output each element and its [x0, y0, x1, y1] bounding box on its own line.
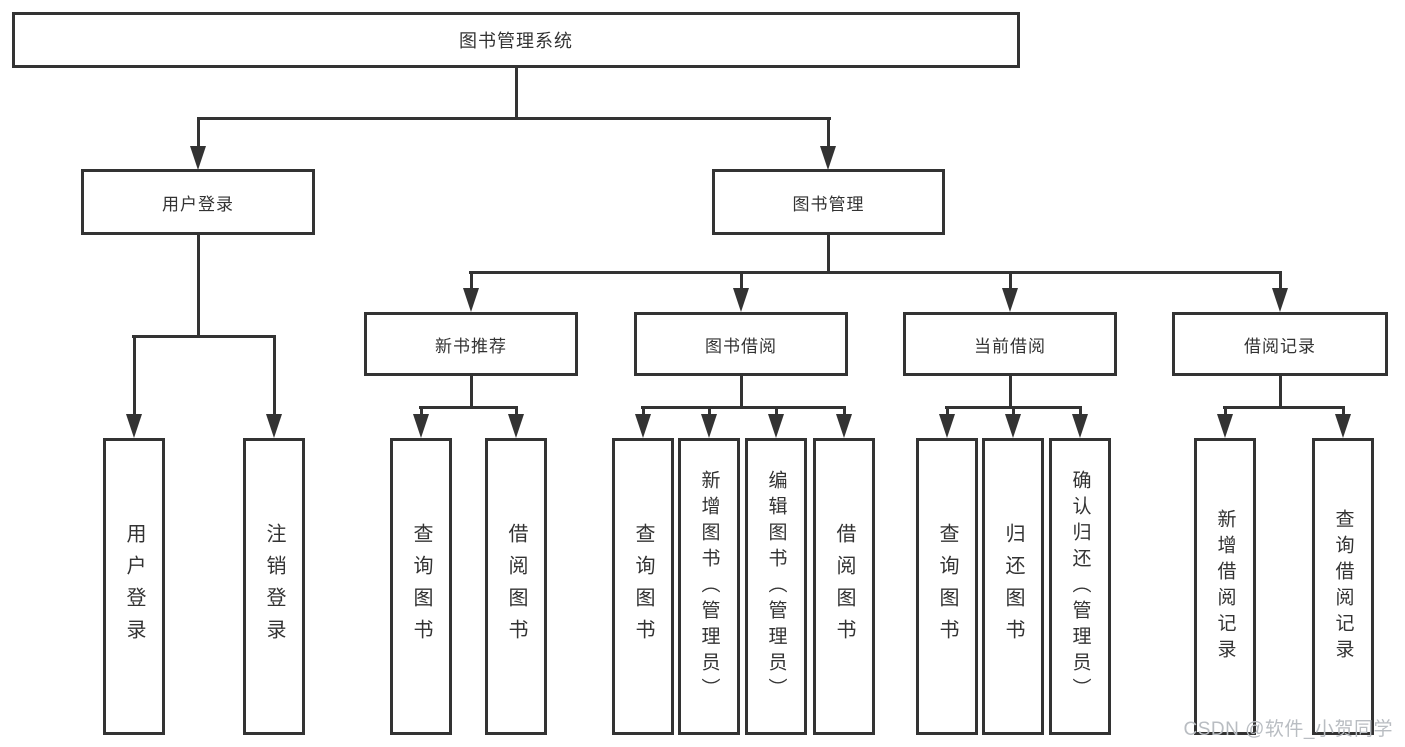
leaf-borrow-books-recommend: 借阅图书 — [485, 438, 547, 735]
leaf-query-books-current: 查询图书 — [916, 438, 978, 735]
leaf-query-books-recommend-label: 查询图书 — [410, 522, 432, 651]
node-book-borrowing: 图书借阅 — [634, 312, 848, 376]
arrow-down-icon — [768, 414, 784, 438]
node-root-label: 图书管理系统 — [459, 31, 573, 51]
connector-line-v — [708, 406, 711, 416]
leaf-borrow-books-label: 借阅图书 — [833, 522, 855, 651]
arrow-down-icon — [413, 414, 429, 438]
connector-line-v — [827, 117, 830, 146]
connector-line-v — [133, 335, 136, 414]
leaf-logout: 注销登录 — [243, 438, 305, 735]
arrow-down-icon — [635, 414, 651, 438]
connector-line-h — [469, 271, 1282, 274]
leaf-add-books-admin: 新增图书（管理员） — [678, 438, 740, 735]
node-new-book-recommend: 新书推荐 — [364, 312, 578, 376]
connector-line-v — [470, 271, 473, 288]
leaf-add-borrow-record: 新增借阅记录 — [1194, 438, 1256, 735]
connector-line-v — [1279, 376, 1282, 408]
arrow-down-icon — [1272, 288, 1288, 312]
leaf-confirm-return-admin-label: 确认归还（管理员） — [1069, 469, 1091, 704]
connector-line-h — [132, 335, 276, 338]
connector-line-v — [1279, 271, 1282, 288]
node-book-borrowing-label: 图书借阅 — [705, 336, 777, 356]
connector-line-h — [641, 406, 846, 409]
leaf-borrow-books-recommend-label: 借阅图书 — [505, 522, 527, 651]
connector-line-v — [197, 235, 200, 336]
node-current-borrowing: 当前借阅 — [903, 312, 1117, 376]
node-borrowing-records: 借阅记录 — [1172, 312, 1388, 376]
leaf-edit-books-admin: 编辑图书（管理员） — [745, 438, 807, 735]
connector-line-v — [946, 406, 949, 416]
arrow-down-icon — [701, 414, 717, 438]
connector-line-v — [420, 406, 423, 416]
connector-line-v — [1012, 406, 1015, 416]
connector-line-v — [1342, 406, 1345, 416]
leaf-query-books-current-label: 查询图书 — [936, 522, 958, 651]
connector-line-v — [1224, 406, 1227, 416]
leaf-logout-label: 注销登录 — [263, 522, 285, 651]
node-book-management-label: 图书管理 — [792, 194, 865, 214]
connector-line-h — [197, 117, 831, 120]
leaf-query-borrow-record-label: 查询借阅记录 — [1332, 508, 1354, 665]
arrow-down-icon — [266, 414, 282, 438]
arrow-down-icon — [1002, 288, 1018, 312]
node-user-login: 用户登录 — [81, 169, 315, 235]
arrow-down-icon — [126, 414, 142, 438]
arrow-down-icon — [836, 414, 852, 438]
node-current-borrowing-label: 当前借阅 — [974, 336, 1046, 356]
connector-line-v — [642, 406, 645, 416]
connector-line-v — [1009, 271, 1012, 288]
arrow-down-icon — [939, 414, 955, 438]
connector-line-v — [515, 68, 518, 118]
connector-line-v — [827, 235, 830, 273]
leaf-borrow-books: 借阅图书 — [813, 438, 875, 735]
leaf-user-login-label: 用户登录 — [123, 522, 145, 651]
connector-line-v — [740, 271, 743, 288]
leaf-edit-books-admin-label: 编辑图书（管理员） — [765, 469, 787, 704]
leaf-query-books-recommend: 查询图书 — [390, 438, 452, 735]
leaf-add-books-admin-label: 新增图书（管理员） — [698, 469, 720, 704]
leaf-user-login: 用户登录 — [103, 438, 165, 735]
connector-line-v — [843, 406, 846, 416]
arrow-down-icon — [508, 414, 524, 438]
leaf-query-borrow-record: 查询借阅记录 — [1312, 438, 1374, 735]
connector-line-h — [1223, 406, 1345, 409]
arrow-down-icon — [190, 146, 206, 170]
connector-line-v — [1079, 406, 1082, 416]
connector-line-v — [1009, 376, 1012, 408]
arrow-down-icon — [1335, 414, 1351, 438]
arrow-down-icon — [1072, 414, 1088, 438]
leaf-add-borrow-record-label: 新增借阅记录 — [1214, 508, 1236, 665]
arrow-down-icon — [733, 288, 749, 312]
node-book-management: 图书管理 — [712, 169, 945, 235]
leaf-query-books-borrowing: 查询图书 — [612, 438, 674, 735]
connector-line-v — [515, 406, 518, 416]
node-root: 图书管理系统 — [12, 12, 1020, 68]
arrow-down-icon — [1005, 414, 1021, 438]
leaf-confirm-return-admin: 确认归还（管理员） — [1049, 438, 1111, 735]
connector-line-v — [470, 376, 473, 408]
arrow-down-icon — [1217, 414, 1233, 438]
leaf-return-books: 归还图书 — [982, 438, 1044, 735]
connector-line-v — [775, 406, 778, 416]
csdn-watermark: CSDN @软件_小贺同学 — [1183, 719, 1393, 740]
connector-line-v — [197, 117, 200, 146]
arrow-down-icon — [463, 288, 479, 312]
leaf-query-books-borrowing-label: 查询图书 — [632, 522, 654, 651]
node-user-login-label: 用户登录 — [162, 194, 234, 214]
leaf-return-books-label: 归还图书 — [1002, 522, 1024, 651]
node-borrowing-records-label: 借阅记录 — [1244, 336, 1316, 356]
arrow-down-icon — [820, 146, 836, 170]
connector-line-v — [273, 335, 276, 414]
node-new-book-recommend-label: 新书推荐 — [435, 336, 507, 356]
connector-line-v — [740, 376, 743, 408]
connector-line-h — [419, 406, 518, 409]
